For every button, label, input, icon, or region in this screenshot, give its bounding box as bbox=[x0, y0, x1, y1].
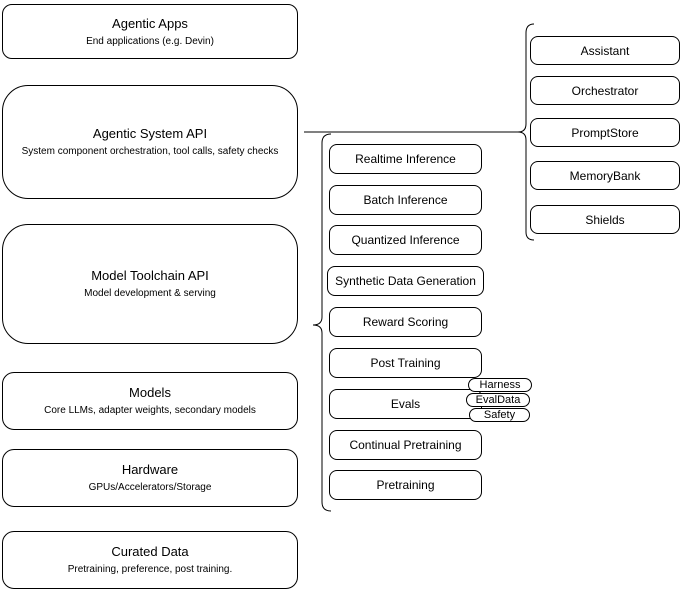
node-title: Hardware bbox=[121, 462, 179, 477]
node-label: Pretraining bbox=[376, 478, 435, 492]
node-hardware: Hardware GPUs/Accelerators/Storage bbox=[2, 449, 298, 507]
tag-safety: Safety bbox=[469, 408, 530, 422]
node-label: Post Training bbox=[370, 356, 441, 370]
node-title: Curated Data bbox=[111, 544, 189, 559]
tag-evaldata: EvalData bbox=[466, 393, 530, 407]
node-promptstore: PromptStore bbox=[530, 118, 680, 147]
node-realtime-inference: Realtime Inference bbox=[329, 144, 482, 174]
node-subtitle: System component orchestration, tool cal… bbox=[21, 146, 279, 157]
node-title: Agentic Apps bbox=[112, 15, 188, 31]
node-subtitle: GPUs/Accelerators/Storage bbox=[88, 482, 212, 493]
node-orchestrator: Orchestrator bbox=[530, 76, 680, 105]
tag-label: Harness bbox=[479, 379, 521, 391]
node-label: Shields bbox=[585, 212, 625, 227]
node-continual-pretraining: Continual Pretraining bbox=[329, 430, 482, 460]
node-subtitle: Core LLMs, adapter weights, secondary mo… bbox=[44, 405, 256, 416]
node-label: Continual Pretraining bbox=[349, 438, 462, 452]
tag-label: EvalData bbox=[475, 394, 521, 406]
node-label: Quantized Inference bbox=[351, 233, 460, 247]
node-synthetic-data-generation: Synthetic Data Generation bbox=[327, 266, 484, 296]
node-label: Evals bbox=[390, 397, 421, 411]
node-label: Orchestrator bbox=[571, 83, 639, 98]
node-evals: Evals bbox=[329, 389, 482, 419]
node-shields: Shields bbox=[530, 205, 680, 234]
node-model-toolchain-api: Model Toolchain API Model development & … bbox=[2, 224, 298, 344]
node-post-training: Post Training bbox=[329, 348, 482, 378]
node-title: Model Toolchain API bbox=[91, 268, 209, 283]
node-memorybank: MemoryBank bbox=[530, 161, 680, 190]
node-title: Models bbox=[129, 385, 171, 400]
node-title: Agentic System API bbox=[92, 126, 208, 141]
node-models: Models Core LLMs, adapter weights, secon… bbox=[2, 372, 298, 430]
node-label: Reward Scoring bbox=[362, 315, 449, 329]
tag-harness: Harness bbox=[468, 378, 532, 392]
node-pretraining: Pretraining bbox=[329, 470, 482, 500]
node-quantized-inference: Quantized Inference bbox=[329, 225, 482, 255]
node-label: MemoryBank bbox=[569, 168, 641, 183]
node-label: PromptStore bbox=[571, 125, 639, 140]
node-label: Realtime Inference bbox=[355, 152, 456, 166]
node-subtitle: Pretraining, preference, post training. bbox=[67, 564, 233, 575]
node-agentic-apps: Agentic Apps End applications (e.g. Devi… bbox=[2, 4, 298, 59]
node-assistant: Assistant bbox=[530, 36, 680, 65]
node-agentic-system-api: Agentic System API System component orch… bbox=[2, 85, 298, 199]
node-curated-data: Curated Data Pretraining, preference, po… bbox=[2, 531, 298, 589]
node-label: Assistant bbox=[580, 43, 630, 58]
node-reward-scoring: Reward Scoring bbox=[329, 307, 482, 337]
node-subtitle: Model development & serving bbox=[84, 288, 216, 299]
node-label: Batch Inference bbox=[363, 193, 448, 207]
node-label: Synthetic Data Generation bbox=[335, 274, 476, 288]
node-subtitle: End applications (e.g. Devin) bbox=[86, 35, 214, 47]
node-batch-inference: Batch Inference bbox=[329, 185, 482, 215]
tag-label: Safety bbox=[483, 409, 516, 421]
